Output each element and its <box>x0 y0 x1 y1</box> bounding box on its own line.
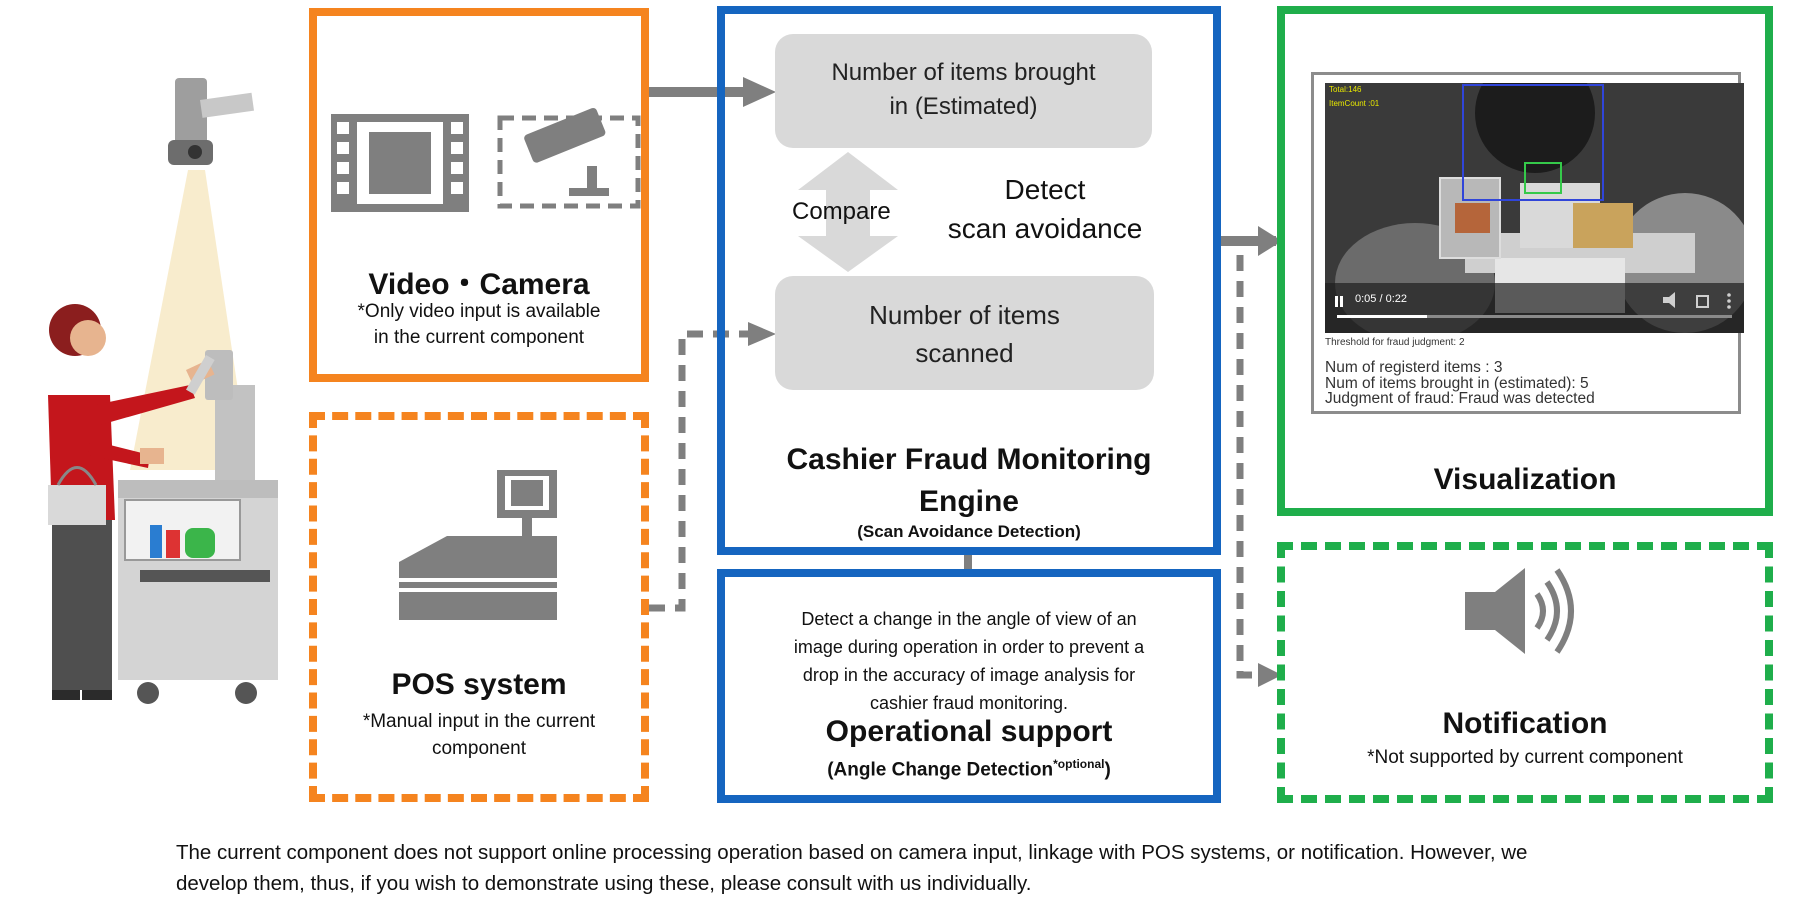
video-overlay-count: ItemCount :01 <box>1329 99 1380 108</box>
visualization-screenshot: 0:05 / 0:22 Total:146 ItemCount :01 Thre… <box>1311 72 1744 414</box>
cash-register-icon <box>399 470 557 620</box>
items-scanned-line1: Number of items <box>869 300 1060 330</box>
stat-judgment: Judgment of fraud: Fraud was detected <box>1325 390 1595 407</box>
notification-note: *Not supported by current component <box>1367 747 1683 768</box>
detect-scan-avoidance: Detect scan avoidance <box>930 170 1160 248</box>
operational-support-desc: Detect a change in the angle of view of … <box>725 605 1213 717</box>
operational-support-box: Detect a change in the angle of view of … <box>717 569 1221 803</box>
pos-system-note-2: component <box>431 738 526 759</box>
footer-line1: The current component does not support o… <box>176 841 1528 864</box>
pos-system-title: POS system <box>391 668 567 701</box>
items-brought-pill: Number of items brought in (Estimated) <box>775 34 1152 148</box>
visualization-title: Visualization <box>1433 463 1617 496</box>
op-subtitle-text: (Angle Change Detection <box>827 759 1054 781</box>
compare-label: Compare <box>792 198 891 225</box>
detect-line1: Detect <box>1004 174 1086 205</box>
engine-title-line2: Engine <box>918 485 1019 518</box>
op-desc-line2: image during operation in order to preve… <box>793 637 1145 657</box>
fraud-threshold: Threshold for fraud judgment: 2 <box>1325 337 1465 348</box>
notification-title: Notification <box>1442 707 1608 740</box>
op-desc-line1: Detect a change in the angle of view of … <box>801 609 1137 629</box>
engine-subtitle: (Scan Avoidance Detection) <box>857 522 1081 541</box>
footer-note: The current component does not support o… <box>176 837 1776 899</box>
engine-title: Cashier Fraud Monitoring Engine <box>725 439 1213 523</box>
video-frame <box>1325 83 1744 333</box>
pos-system-box: POS system *Manual input in the current … <box>309 412 649 802</box>
notification-box: Notification *Not supported by current c… <box>1277 542 1773 803</box>
pos-system-note-1: *Manual input in the current <box>362 711 596 732</box>
items-scanned-line2: scanned <box>915 338 1014 368</box>
cashier-illustration <box>48 78 278 704</box>
operational-support-subtitle: (Angle Change Detection*optional) <box>725 757 1213 781</box>
speaker-icon <box>1465 568 1574 654</box>
visualization-box: 0:05 / 0:22 Total:146 ItemCount :01 Thre… <box>1277 6 1773 516</box>
engine-connector <box>964 553 972 569</box>
items-brought-line1: Number of items brought <box>831 59 1096 86</box>
video-camera-box: Video・Camera *Only video input is availa… <box>309 8 649 382</box>
engine-title-line1: Cashier Fraud Monitoring <box>786 443 1152 476</box>
op-subtitle-end: ) <box>1104 759 1111 781</box>
video-player[interactable]: 0:05 / 0:22 Total:146 ItemCount :01 <box>1325 83 1744 333</box>
arrow-video-to-engine <box>649 77 776 107</box>
video-camera-note-1: *Only video input is available <box>357 301 601 322</box>
film-icon <box>331 114 469 212</box>
video-camera-title: Video・Camera <box>368 268 590 301</box>
operational-support-title: Operational support <box>825 715 1113 748</box>
video-time: 0:05 / 0:22 <box>1355 293 1407 305</box>
op-subtitle-optional: *optional <box>1053 757 1105 771</box>
video-camera-note-2: in the current component <box>373 327 585 348</box>
fraud-engine-box <box>717 6 1221 555</box>
items-scanned-pill: Number of items scanned <box>775 276 1154 390</box>
arrow-engine-to-visualization <box>1218 226 1282 256</box>
fraud-stats: Num of registerd items : 3 Num of items … <box>1325 360 1595 407</box>
footer-line2: develop them, thus, if you wish to demon… <box>176 872 1032 895</box>
video-overlay-total: Total:146 <box>1329 85 1362 94</box>
compare-double-arrow <box>798 152 898 272</box>
op-desc-line4: cashier fraud monitoring. <box>869 693 1069 713</box>
op-desc-line3: drop in the accuracy of image analysis f… <box>802 665 1136 685</box>
stat-estimated: Num of items brought in (estimated): 5 <box>1325 374 1589 392</box>
security-camera-icon <box>497 107 641 209</box>
stat-registered: Num of registerd items : 3 <box>1325 359 1503 376</box>
arrow-engine-to-notification <box>1236 255 1282 687</box>
items-brought-line2: in (Estimated) <box>889 93 1038 120</box>
detect-line2: scan avoidance <box>947 213 1143 244</box>
